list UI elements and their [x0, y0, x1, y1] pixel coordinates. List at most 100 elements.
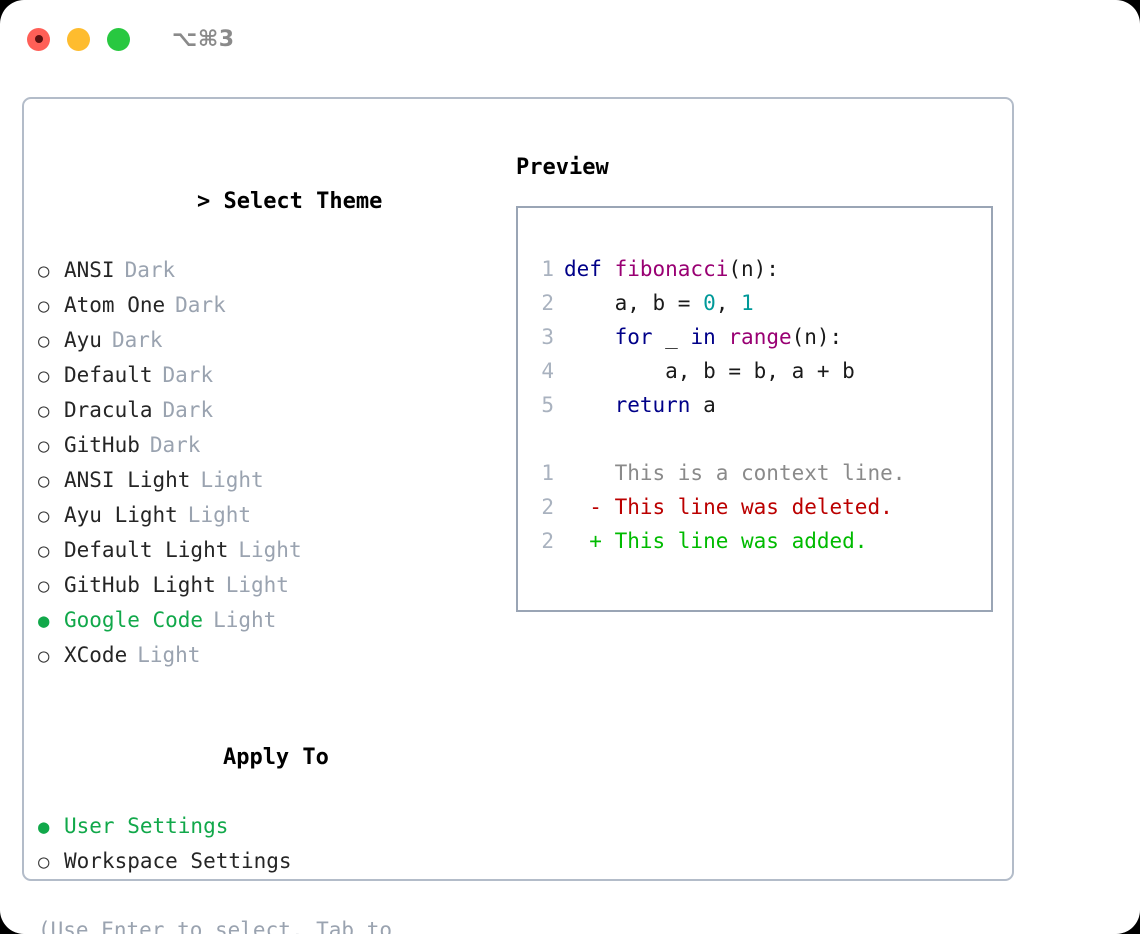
theme-item-label: ANSI Light: [64, 468, 191, 492]
apply-to-heading-label: Apply To: [222, 745, 329, 770]
code-line: 3 for _ in range(n):: [536, 320, 991, 354]
list-spacer: [38, 673, 498, 707]
theme-item-variant-tag: Light: [187, 503, 252, 527]
line-number: 2: [541, 291, 554, 315]
theme-item-variant-tag: Dark: [162, 398, 214, 422]
code-token-fn: fibonacci: [614, 257, 729, 281]
code-token-pln: [716, 325, 729, 349]
radio-unselected-icon: ○: [38, 260, 50, 282]
diff-line-number: 2: [541, 529, 554, 553]
code-line: 4 a, b = b, a + b: [536, 354, 991, 388]
apply-to-list-item[interactable]: ○Workspace Settings: [38, 844, 498, 879]
theme-item-variant-tag: Light: [238, 538, 302, 562]
preview-heading: Preview: [516, 155, 609, 180]
apply-to-item-label: User Settings: [64, 814, 229, 838]
code-line: 5 return a: [536, 388, 991, 422]
theme-item-variant-tag: Light: [225, 573, 289, 597]
line-number: 5: [541, 393, 554, 417]
line-number: 3: [541, 325, 554, 349]
theme-list-item[interactable]: ○ ANSI Dark: [38, 253, 498, 288]
theme-list-item[interactable]: ○ Ayu Light Light: [38, 498, 498, 533]
close-window-button[interactable]: [27, 27, 50, 51]
theme-item-variant-tag: Dark: [124, 258, 176, 282]
select-theme-heading: > Select Theme: [38, 151, 498, 253]
maximize-window-button[interactable]: [107, 27, 130, 51]
code-line: 2 a, b = 0, 1: [536, 286, 991, 320]
code-line-text: for _ in range(n):: [564, 320, 843, 354]
theme-item-label: Default: [64, 363, 153, 387]
code-token-pln: [564, 325, 615, 349]
apply-to-item-label: Workspace Settings: [64, 849, 292, 873]
diff-marker: [564, 456, 615, 490]
radio-unselected-icon: ○: [38, 400, 50, 422]
apply-to-list-item[interactable]: ● User Settings: [38, 809, 498, 844]
select-theme-heading-label: Select Theme: [223, 189, 383, 214]
code-token-pln: a, b =: [564, 291, 704, 315]
theme-item-label: ANSI: [64, 258, 115, 282]
code-token-kw: return: [614, 393, 691, 417]
code-token-pln: ,: [715, 291, 742, 315]
code-token-pln: (n):: [791, 325, 843, 349]
theme-item-variant-tag: Dark: [162, 363, 214, 387]
focus-caret-icon: >: [196, 189, 211, 214]
line-number: 1: [541, 257, 554, 281]
code-token-kw: def: [564, 257, 615, 281]
theme-list-item[interactable]: ○ GitHub Light Light: [38, 568, 498, 603]
theme-item-variant-tag: Light: [137, 643, 201, 667]
apply-to-heading: Apply To: [38, 707, 498, 809]
window-controls: [27, 27, 130, 51]
theme-item-label: Ayu Light: [64, 503, 178, 527]
theme-item-label: GitHub: [64, 433, 140, 457]
code-token-num: 0: [703, 291, 716, 315]
radio-unselected-icon: ○: [38, 295, 50, 317]
diff-sample: 1 This is a context line.2 - This line w…: [536, 456, 991, 558]
theme-item-label: Atom One: [64, 293, 166, 317]
theme-item-label: Ayu: [64, 328, 102, 352]
diff-line-text: This line was deleted.: [614, 495, 893, 519]
keyboard-shortcut-label: ⌥⌘3: [172, 26, 235, 52]
code-token-pln: a, b = b, a + b: [564, 359, 855, 383]
diff-line-text: This is a context line.: [614, 461, 906, 485]
radio-unselected-icon: ○: [38, 470, 50, 492]
code-token-pln: _: [652, 325, 691, 349]
hint-spacer: [38, 879, 498, 913]
theme-list-item[interactable]: ○ Dracula Dark: [38, 393, 498, 428]
code-line-text: a, b = 0, 1: [564, 286, 754, 320]
minimize-window-button[interactable]: [67, 27, 90, 51]
diff-line: 2 + This line was added.: [536, 524, 991, 558]
theme-item-label: XCode: [64, 643, 128, 667]
code-token-num: 1: [741, 291, 754, 315]
code-line-text: return a: [564, 388, 716, 422]
keyboard-hint-text: (Use Enter to select, Tab to change focu…: [38, 918, 393, 934]
code-token-kw: in: [690, 325, 716, 349]
code-token-fn: range: [728, 325, 792, 349]
line-number: 4: [541, 359, 554, 383]
code-token-pln: a: [690, 393, 716, 417]
radio-unselected-icon: ○: [38, 505, 50, 527]
radio-unselected-icon: ○: [38, 575, 50, 597]
theme-item-variant-tag: Dark: [111, 328, 163, 352]
radio-unselected-icon: ○: [38, 540, 50, 562]
diff-line-number: 2: [541, 495, 554, 519]
radio-selected-icon: ●: [38, 610, 50, 632]
theme-item-variant-tag: Light: [213, 608, 277, 632]
theme-item-label: Default Light: [64, 538, 229, 562]
radio-selected-icon: ●: [38, 816, 50, 838]
diff-line: 1 This is a context line.: [536, 456, 991, 490]
theme-list-item[interactable]: ○ Default Light Light: [38, 533, 498, 568]
diff-line-number: 1: [541, 461, 554, 485]
diff-marker: +: [564, 529, 615, 553]
theme-item-label: Dracula: [64, 398, 153, 422]
theme-item-label: GitHub Light: [64, 573, 216, 597]
